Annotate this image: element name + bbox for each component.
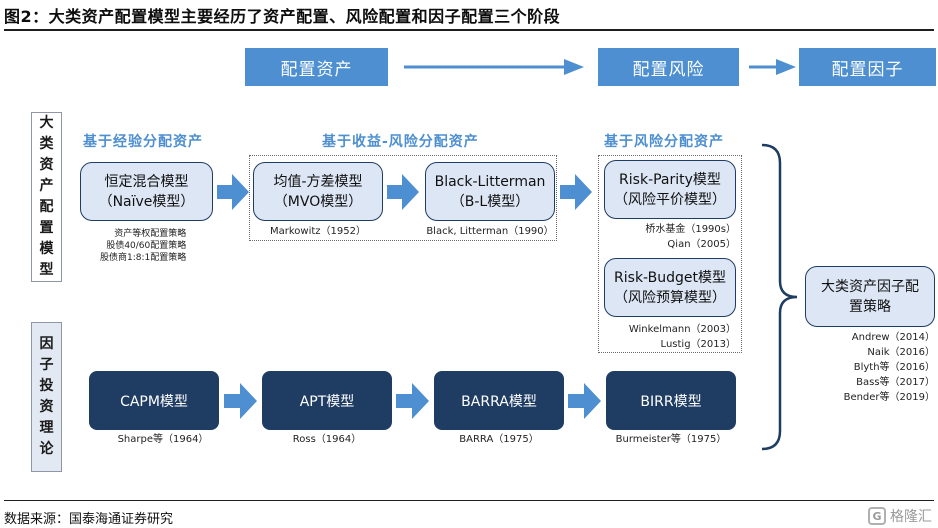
category-risk: 基于风险分配资产 xyxy=(604,134,724,150)
model-factor-allocation: 大类资产因子配 置策略 xyxy=(805,266,935,327)
flow-arrow-naive-mvo xyxy=(217,174,249,210)
model-factor-line2: 置策略 xyxy=(849,298,891,315)
note-factor-4: Bass等（2017） xyxy=(856,377,935,388)
note-mvo: Markowitz（1952） xyxy=(270,226,366,237)
note-apt: Ross（1964） xyxy=(292,434,362,445)
rb-references: Winkelmann（2003） Lustig（2013） xyxy=(604,322,736,352)
theory-barra: BARRA模型 xyxy=(434,371,564,430)
factor-references: Andrew（2014） Naik（2016） Blyth等（2016） Bas… xyxy=(805,330,935,405)
watermark-text: 格隆汇 xyxy=(890,509,932,525)
grouping-brace xyxy=(761,143,798,451)
flow-arrow-mvo-bl xyxy=(387,174,419,210)
side-label-factor-theory: 因子投资理论 xyxy=(31,322,62,472)
model-factor-line1: 大类资产因子配 xyxy=(821,278,919,295)
note-rb-1: Winkelmann（2003） xyxy=(628,324,736,335)
note-rp-2: Qian（2005） xyxy=(667,239,736,250)
model-mvo-alias: （MVO模型） xyxy=(273,193,363,210)
model-mvo: 均值-方差模型 （MVO模型） xyxy=(253,162,383,221)
stage-asset-allocation: 配置资产 xyxy=(245,48,388,86)
title-divider xyxy=(4,29,934,31)
note-naive-1: 资产等权配置策略 xyxy=(114,229,187,239)
risk-group xyxy=(598,155,742,353)
figure-title: 图2：大类资产配置模型主要经历了资产配置、风险配置和因子配置三个阶段 xyxy=(4,7,561,26)
model-rp-name: Risk-Parity模型 xyxy=(619,171,721,188)
note-bl: Black, Litterman（1990） xyxy=(426,226,554,237)
note-factor-5: Bender等（2019） xyxy=(843,392,935,403)
note-naive-3: 股债商1:8:1配置策略 xyxy=(100,253,187,263)
model-naive: 恒定混合模型 （Naïve模型） xyxy=(80,162,213,221)
model-naive-alias: （Naïve模型） xyxy=(98,193,195,210)
return-risk-group xyxy=(249,155,557,241)
stage-risk-allocation: 配置风险 xyxy=(598,48,739,86)
note-factor-2: Naik（2016） xyxy=(867,347,935,358)
source-note: 数据来源：国泰海通证券研究 xyxy=(4,512,174,527)
note-factor-3: Blyth等（2016） xyxy=(853,362,935,373)
watermark-logo-icon: G xyxy=(868,507,886,525)
model-bl-alias: （B-L模型） xyxy=(450,193,530,210)
theory-birr: BIRR模型 xyxy=(606,371,736,430)
note-factor-1: Andrew（2014） xyxy=(851,332,935,343)
model-rp-alias: （风险平价模型） xyxy=(614,191,726,208)
side-label-asset-models: 大类资产配置模型 xyxy=(31,112,62,282)
note-naive-2: 股债40/60配置策略 xyxy=(106,241,187,251)
timeline-arrow-1 xyxy=(404,59,584,75)
note-capm: Sharpe等（1964） xyxy=(117,434,209,445)
naive-strategy-notes: 资产等权配置策略 股债40/60配置策略 股债商1:8:1配置策略 xyxy=(100,228,186,264)
category-experience: 基于经验分配资产 xyxy=(83,134,203,150)
note-birr: Burmeister等（1975） xyxy=(615,434,727,445)
footer-divider xyxy=(4,500,934,501)
model-bl-name: Black-Litterman xyxy=(434,173,546,190)
flow-arrow-apt-barra xyxy=(396,383,429,419)
stage-factor-allocation: 配置因子 xyxy=(799,48,936,86)
rp-references: 桥水基金（1990s） Qian（2005） xyxy=(604,222,736,252)
model-mvo-name: 均值-方差模型 xyxy=(273,173,363,190)
model-rb-alias: （风险预算模型） xyxy=(614,289,726,306)
flow-arrow-bl-rp xyxy=(560,174,592,210)
note-rp-1: 桥水基金（1990s） xyxy=(645,224,736,235)
model-risk-parity: Risk-Parity模型 （风险平价模型） xyxy=(604,160,736,219)
model-naive-name: 恒定混合模型 xyxy=(104,173,189,190)
watermark: G 格隆汇 xyxy=(868,506,932,526)
flow-arrow-capm-apt xyxy=(224,383,257,419)
timeline-arrow-2 xyxy=(749,59,796,75)
note-barra: BARRA（1975） xyxy=(459,434,539,445)
model-risk-budget: Risk-Budget模型 （风险预算模型） xyxy=(604,258,736,317)
theory-apt: APT模型 xyxy=(262,371,392,430)
model-black-litterman: Black-Litterman （B-L模型） xyxy=(425,162,555,221)
category-return-risk: 基于收益-风险分配资产 xyxy=(322,134,479,150)
note-rb-2: Lustig（2013） xyxy=(660,339,736,350)
model-rb-name: Risk-Budget模型 xyxy=(614,269,726,286)
flow-arrow-barra-birr xyxy=(568,383,601,419)
theory-capm: CAPM模型 xyxy=(89,371,219,430)
